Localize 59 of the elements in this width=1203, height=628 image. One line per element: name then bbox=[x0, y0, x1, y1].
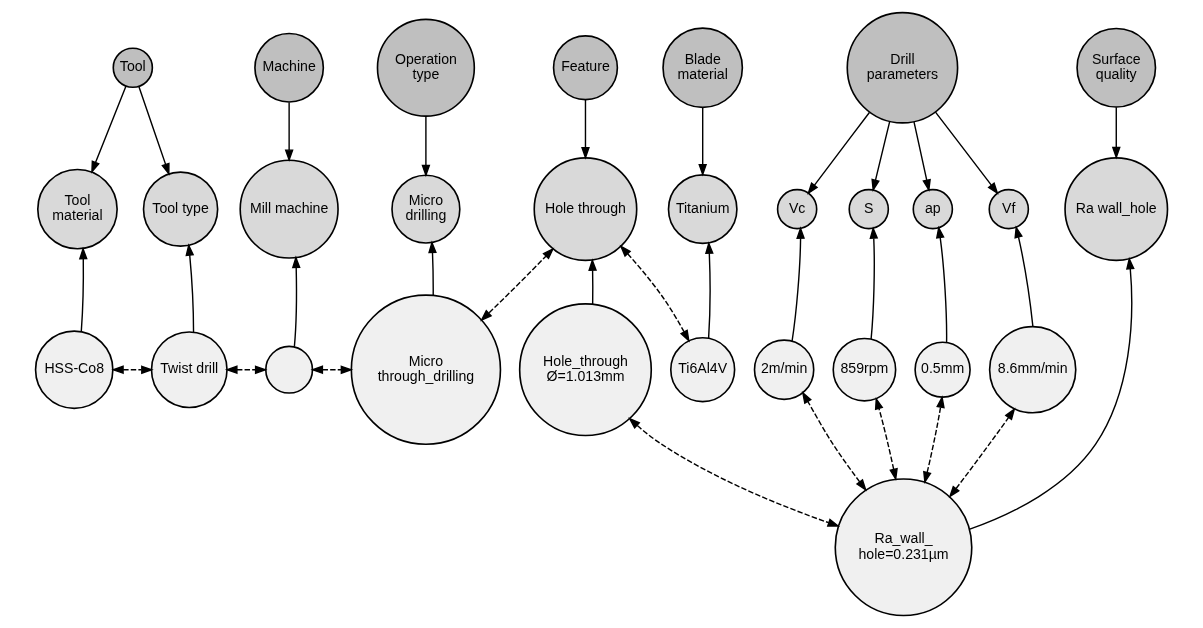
arrow bbox=[291, 255, 301, 348]
arrow bbox=[935, 225, 948, 343]
arrow bbox=[428, 240, 437, 297]
node-circle: Drill parameters bbox=[846, 11, 959, 124]
arrow bbox=[871, 121, 891, 192]
arrow bbox=[284, 101, 294, 163]
arrow bbox=[874, 396, 898, 482]
node-circle: Operation type bbox=[376, 18, 476, 117]
arrow bbox=[421, 115, 431, 178]
node-circle: Tool material bbox=[37, 168, 118, 250]
arrow bbox=[934, 111, 999, 195]
node-circle: Surface quality bbox=[1076, 27, 1157, 108]
node-circle: Ra wall_hole bbox=[1064, 157, 1169, 262]
arrow bbox=[1014, 225, 1034, 327]
arrow bbox=[969, 256, 1135, 530]
node-circle: Hole_through Ø=1.013mm bbox=[518, 303, 653, 437]
node-circle: 859rpm bbox=[832, 337, 897, 402]
arrow bbox=[923, 395, 945, 485]
arrow bbox=[588, 258, 598, 305]
node-circle bbox=[264, 345, 314, 394]
node-circle: Mill machine bbox=[239, 159, 339, 259]
node-circle: Twist drill bbox=[150, 331, 228, 409]
node-circle: HSS-Co8 bbox=[34, 330, 114, 410]
node-circle: Vf bbox=[988, 188, 1030, 230]
arrow bbox=[628, 417, 841, 527]
node-circle: Micro drilling bbox=[391, 174, 461, 244]
node-circle: Tool type bbox=[142, 171, 219, 247]
arrow bbox=[1111, 106, 1121, 160]
node-circle: Feature bbox=[552, 35, 619, 101]
arrow bbox=[791, 226, 805, 342]
node-circle: Vc bbox=[776, 188, 818, 230]
arrow bbox=[581, 99, 590, 160]
node-circle: ap bbox=[912, 188, 954, 230]
arrow bbox=[913, 121, 931, 192]
arrow bbox=[91, 85, 127, 174]
node-circle: Machine bbox=[254, 32, 325, 103]
arrow bbox=[698, 107, 708, 177]
arrow bbox=[224, 365, 268, 375]
arrow bbox=[480, 247, 555, 322]
node-circle: 2m/min bbox=[753, 339, 815, 401]
arrow bbox=[111, 365, 154, 375]
arrow bbox=[619, 244, 690, 343]
arrow bbox=[948, 407, 1016, 499]
arrow bbox=[138, 85, 170, 176]
arrow bbox=[704, 241, 714, 339]
node-circle: Ti6Al4V bbox=[670, 337, 736, 403]
arrow bbox=[801, 391, 867, 492]
node-circle: Blade material bbox=[662, 27, 744, 109]
arrow bbox=[185, 243, 195, 333]
arrow bbox=[807, 111, 871, 195]
node-circle: 0.5mm bbox=[914, 341, 971, 398]
node-circle: S bbox=[848, 188, 890, 230]
node-circle: Tool bbox=[112, 47, 154, 89]
node-circle: Titanium bbox=[667, 174, 738, 245]
arrow bbox=[869, 226, 879, 340]
node-circle: Micro through_drilling bbox=[350, 294, 502, 446]
arrow bbox=[310, 365, 354, 375]
node-circle: 8.6mm/min bbox=[988, 325, 1077, 414]
arrow bbox=[78, 246, 88, 333]
